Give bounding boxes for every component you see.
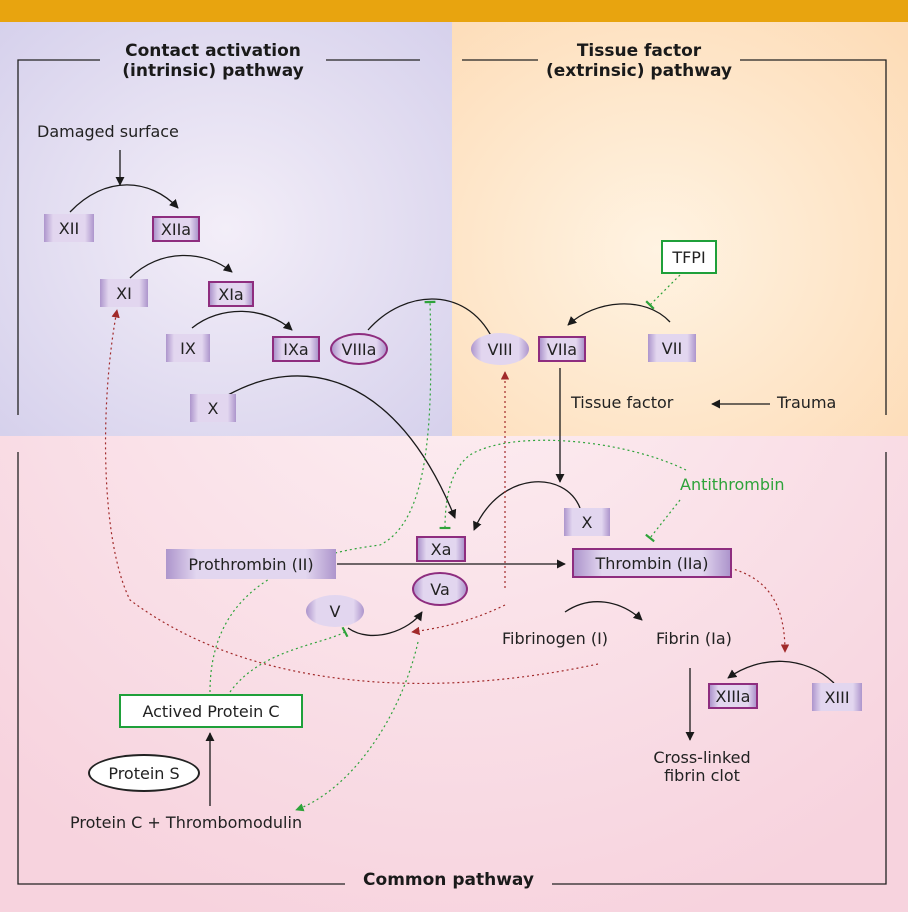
cross-linked-clot-label: Cross-linked fibrin clot xyxy=(653,748,751,786)
factor-v: V xyxy=(306,595,364,627)
factor-xia: XIa xyxy=(208,281,254,307)
extrinsic-pathway-background xyxy=(452,22,908,436)
factor-xii: XII xyxy=(44,214,94,242)
factor-viia: VIIa xyxy=(538,336,586,362)
prothrombin-box: Prothrombin (II) xyxy=(166,549,336,579)
trauma-label: Trauma xyxy=(777,393,837,412)
thrombin-box: Thrombin (IIa) xyxy=(572,548,732,578)
tfpi-box: TFPI xyxy=(661,240,717,274)
factor-x-extrinsic: X xyxy=(564,508,610,536)
pathway-brackets xyxy=(17,59,887,885)
factor-ixa: IXa xyxy=(272,336,320,362)
factor-xi: XI xyxy=(100,279,148,307)
factor-xiiia: XIIIa xyxy=(708,683,758,709)
factor-va: Va xyxy=(412,572,468,606)
intrinsic-pathway-heading: Contact activation (intrinsic) pathway xyxy=(122,41,304,81)
factor-vii: VII xyxy=(648,334,696,362)
tissue-factor-label: Tissue factor xyxy=(571,393,674,412)
top-accent-bar xyxy=(0,0,908,22)
protein-c-thrombomodulin-label: Protein C + Thrombomodulin xyxy=(70,813,303,832)
extrinsic-pathway-heading: Tissue factor (extrinsic) pathway xyxy=(545,41,733,81)
factor-viiia: VIIIa xyxy=(330,333,388,365)
factor-x-intrinsic: X xyxy=(190,394,236,422)
thrombin-feedback-arrows xyxy=(104,309,790,685)
common-pathway-heading: Common pathway xyxy=(363,870,534,890)
factor-xa: Xa xyxy=(416,536,466,562)
inhibition-lines xyxy=(209,274,687,812)
factor-viii: VIII xyxy=(471,333,529,365)
factor-xiii: XIII xyxy=(812,683,862,711)
reaction-arrows xyxy=(69,150,835,806)
factor-ix: IX xyxy=(166,334,210,362)
fibrinogen-label: Fibrinogen (I) xyxy=(502,629,609,648)
damaged-surface-label: Damaged surface xyxy=(37,122,179,141)
fibrin-label: Fibrin (Ia) xyxy=(656,629,732,648)
antithrombin-label: Antithrombin xyxy=(680,475,785,494)
protein-s-oval: Protein S xyxy=(88,754,200,792)
factor-xiia: XIIa xyxy=(152,216,200,242)
activated-protein-c-box: Actived Protein C xyxy=(119,694,303,728)
